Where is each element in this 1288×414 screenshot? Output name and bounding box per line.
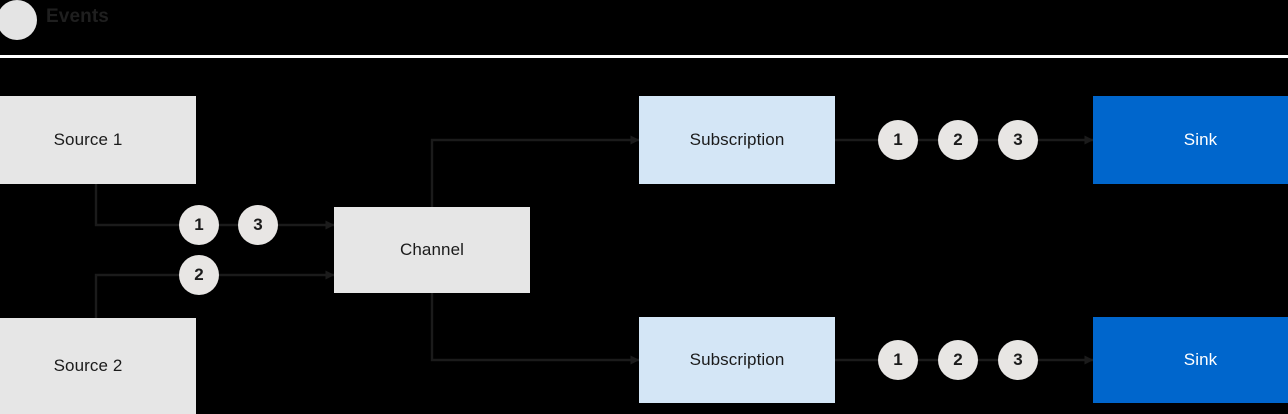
event-token-t-sub2-3[interactable]: 3 <box>998 340 1038 380</box>
node-label: Sink <box>1183 350 1218 369</box>
circle-icon <box>0 0 37 40</box>
node-sink1[interactable]: Sink <box>1093 96 1288 184</box>
edge-channel-to-subscription1 <box>430 135 640 207</box>
event-token-t-sub2-2[interactable]: 2 <box>938 340 978 380</box>
events-header-bar: Events <box>0 0 1288 58</box>
node-subscription2[interactable]: Subscription <box>639 317 835 403</box>
edge-channel-to-subscription2 <box>430 293 640 365</box>
event-token-t-sub1-3[interactable]: 3 <box>998 120 1038 160</box>
node-label: Source 2 <box>53 356 123 375</box>
node-label: Subscription <box>689 130 785 149</box>
node-sink2[interactable]: Sink <box>1093 317 1288 403</box>
node-label: Subscription <box>689 350 785 369</box>
event-token-t-src1-a[interactable]: 1 <box>179 205 219 245</box>
node-subscription1[interactable]: Subscription <box>639 96 835 184</box>
node-label: Channel <box>399 240 465 259</box>
node-label: Sink <box>1183 130 1218 149</box>
node-source1[interactable]: Source 1 <box>0 96 196 184</box>
event-token-t-src1-b[interactable]: 3 <box>238 205 278 245</box>
header-divider <box>0 55 1288 58</box>
page-title: Events <box>46 6 109 27</box>
event-token-t-sub2-1[interactable]: 1 <box>878 340 918 380</box>
event-token-t-src2-a[interactable]: 2 <box>179 255 219 295</box>
node-label: Source 1 <box>53 130 123 149</box>
node-source2[interactable]: Source 2 <box>0 318 196 414</box>
event-token-t-sub1-1[interactable]: 1 <box>878 120 918 160</box>
event-token-t-sub1-2[interactable]: 2 <box>938 120 978 160</box>
node-channel[interactable]: Channel <box>334 207 530 293</box>
